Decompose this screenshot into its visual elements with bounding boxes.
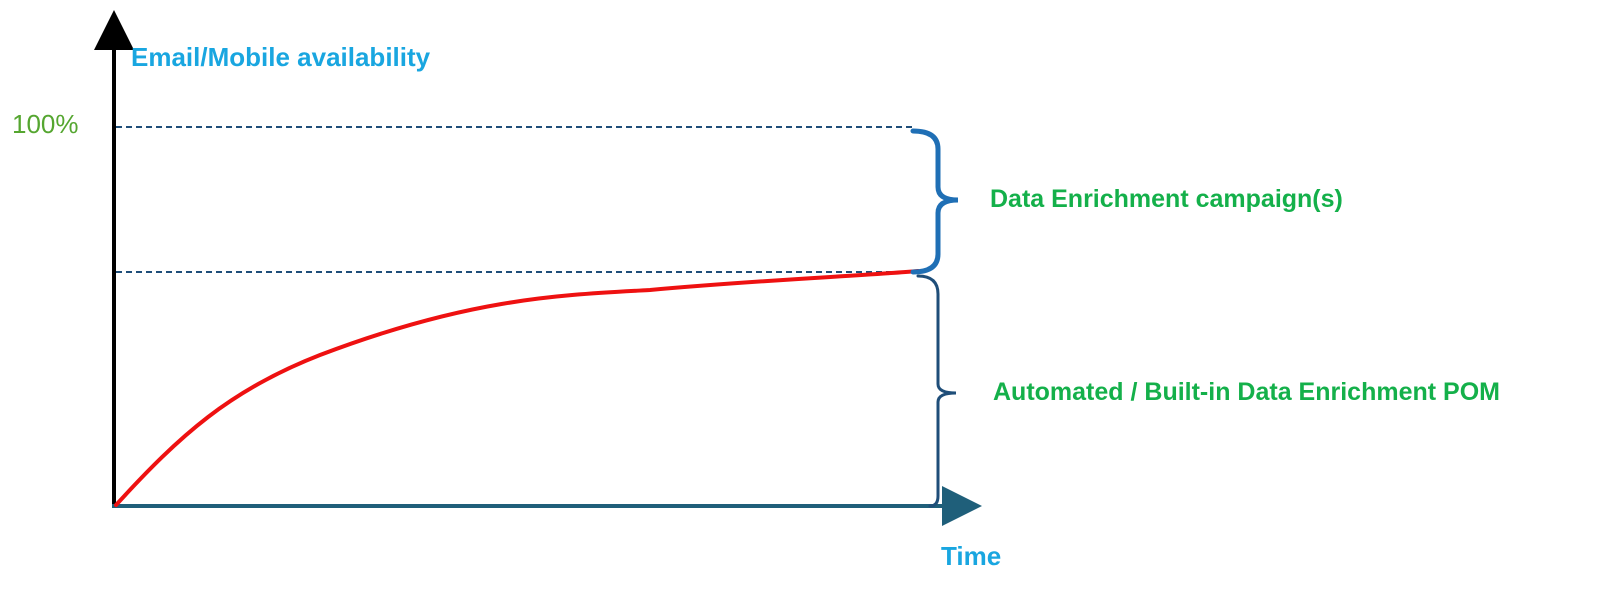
lower-brace: [916, 274, 957, 508]
x-axis-label: Time: [941, 541, 1001, 571]
upper-brace: [910, 128, 959, 275]
tick-label-100: 100%: [12, 109, 79, 139]
lower-brace-label: Automated / Built-in Data Enrichment POM: [993, 378, 1500, 406]
upper-brace-label: Data Enrichment campaign(s): [990, 185, 1343, 213]
y-axis-label: Email/Mobile availability: [131, 42, 431, 72]
growth-curve: [114, 269, 920, 507]
